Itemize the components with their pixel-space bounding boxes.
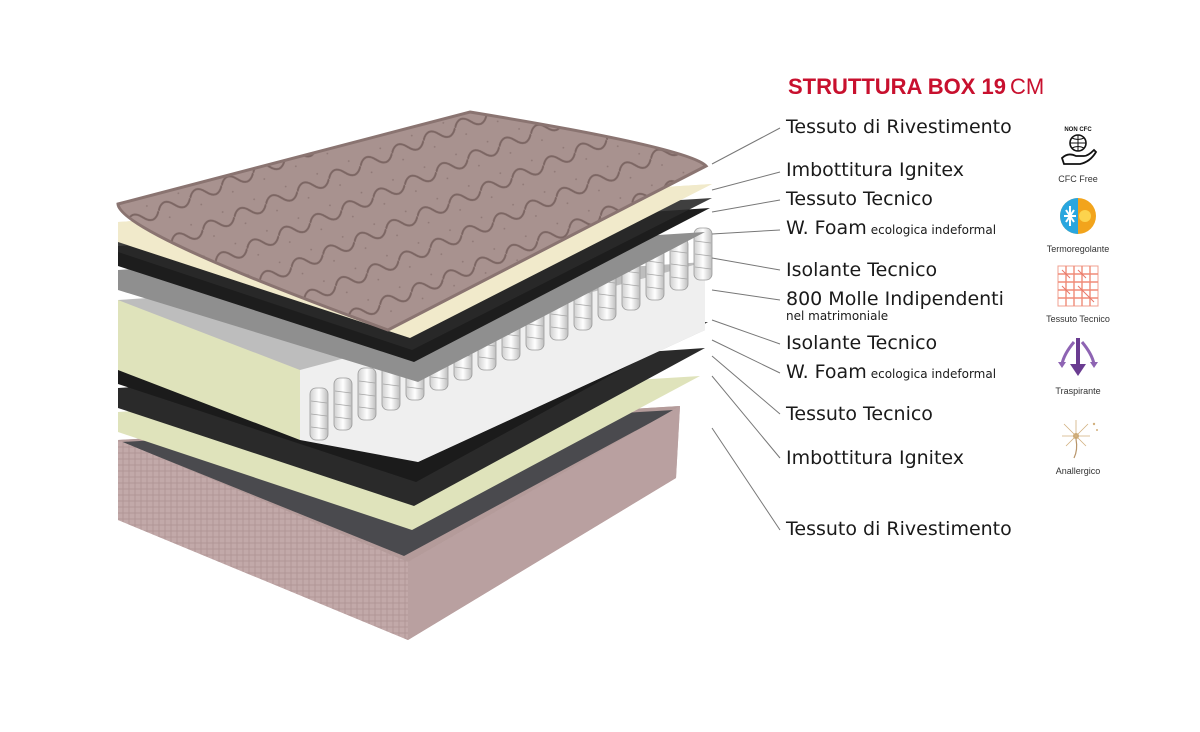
spring-ring <box>622 296 640 300</box>
feature-badge-cfc-free: NON CFC CFC Free <box>1028 122 1128 184</box>
leader-line <box>711 171 781 191</box>
layer-label: Tessuto Tecnico <box>786 403 933 425</box>
spring-ring <box>382 383 400 387</box>
spring-coil <box>333 377 353 431</box>
feature-badge-traspirante: Traspirante <box>1028 334 1128 396</box>
spring-ring <box>310 400 328 404</box>
feature-badge-tessuto-tecnico: Tessuto Tecnico <box>1028 262 1128 324</box>
leader-line <box>711 339 781 374</box>
weave-pattern-icon <box>1057 265 1099 307</box>
leader-lines <box>711 127 781 531</box>
spring-ring <box>670 263 688 267</box>
leader-line <box>711 427 781 531</box>
spring-ring <box>334 416 352 420</box>
spring-coil <box>309 387 329 441</box>
spring-ring <box>358 393 376 397</box>
spring-ring <box>670 276 688 280</box>
leader-line <box>711 199 781 213</box>
layer-label: Tessuto Tecnico <box>786 188 933 210</box>
spring-ring <box>574 303 592 307</box>
spring-ring <box>646 286 664 290</box>
top-cover-layer <box>116 110 709 332</box>
layer-label: Isolante Tecnico <box>786 332 938 354</box>
dandelion-icon <box>1062 420 1098 459</box>
spring-ring <box>574 316 592 320</box>
spring-ring <box>358 406 376 410</box>
spring-ring <box>550 313 568 317</box>
spring-ring <box>646 260 664 264</box>
spring-ring <box>358 380 376 384</box>
layer-label: Imbottitura Ignitex <box>786 159 964 181</box>
layer-label: Imbottitura Ignitex <box>786 447 964 469</box>
spring-ring <box>310 413 328 417</box>
leader-line <box>711 229 781 235</box>
title-main: STRUTTURA BOX 19 <box>788 74 1006 99</box>
spring-ring <box>646 273 664 277</box>
leader-line <box>711 355 781 415</box>
title-unit: CM <box>1009 74 1045 99</box>
spring-coil <box>357 367 377 421</box>
globe-hand-icon: NON CFC <box>1060 127 1098 165</box>
breathable-arrows-icon <box>1058 338 1098 376</box>
spring-ring <box>430 376 448 380</box>
spring-ring <box>670 250 688 254</box>
feature-badge-termoregolante: Termoregolante <box>1028 192 1128 254</box>
leader-line <box>711 375 781 459</box>
non-cfc-text: NON CFC <box>1064 127 1092 133</box>
spring-ring <box>550 326 568 330</box>
spring-ring <box>382 396 400 400</box>
spring-ring <box>478 356 496 360</box>
spring-ring <box>694 240 712 244</box>
leader-line <box>711 127 781 165</box>
spring-ring <box>334 390 352 394</box>
spring-ring <box>694 266 712 270</box>
spring-ring <box>694 253 712 257</box>
feature-badge-anallergico: Anallergico <box>1028 414 1128 476</box>
leader-line <box>711 319 781 345</box>
leader-line <box>711 257 781 271</box>
spring-ring <box>526 323 544 327</box>
spring-ring <box>406 386 424 390</box>
spring-ring <box>310 426 328 430</box>
layer-label: Isolante Tecnico <box>786 259 938 281</box>
spring-ring <box>598 293 616 297</box>
spring-ring <box>334 403 352 407</box>
leader-line <box>711 289 781 301</box>
spring-ring <box>598 306 616 310</box>
layer-label: Tessuto di Rivestimento <box>786 518 1012 540</box>
spring-ring <box>622 283 640 287</box>
spring-coil <box>693 227 713 281</box>
spring-ring <box>526 336 544 340</box>
sun-snowflake-icon <box>1060 198 1096 234</box>
spring-ring <box>454 366 472 370</box>
layer-label: Tessuto di Rivestimento <box>786 116 1012 138</box>
spring-ring <box>502 346 520 350</box>
